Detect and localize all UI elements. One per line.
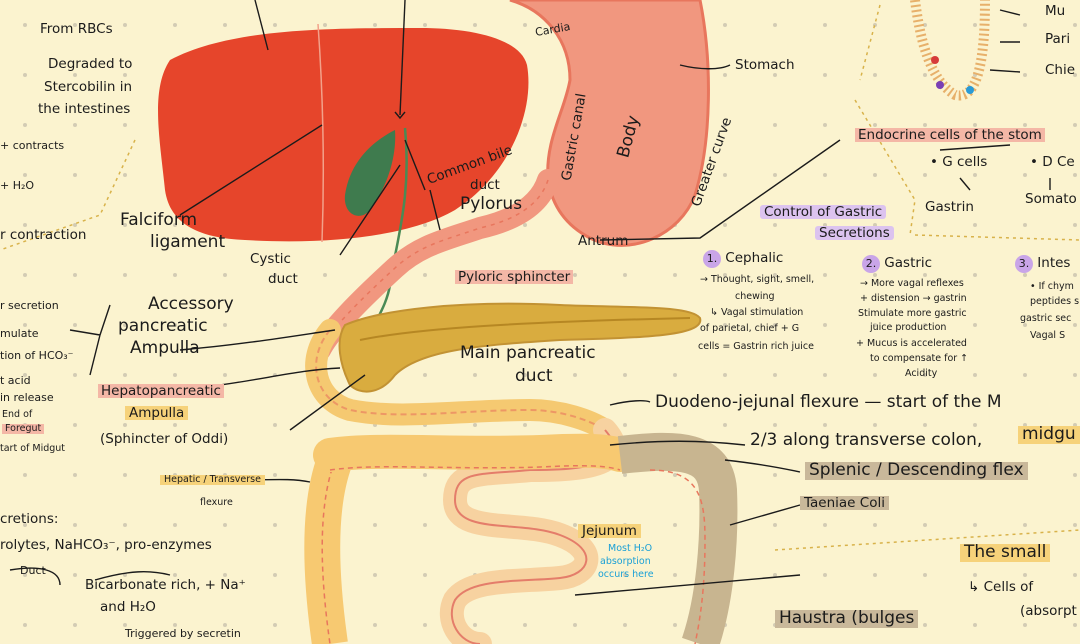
intestinal-number: 3.	[1015, 255, 1033, 273]
hepatic-flexure-label: Hepatic / Transverse	[160, 475, 265, 485]
cephalic-line-4: of parietal, chief + G	[700, 323, 800, 334]
intestinal-title: Intes	[1037, 255, 1071, 271]
cephalic-line-1: → Thought, sight, smell,	[700, 274, 815, 285]
gastric-line-3: Stimulate more gastric	[858, 308, 967, 319]
midgut-note: tart of Midgut	[0, 443, 66, 454]
acid-note: t acid	[0, 374, 31, 387]
end-foregut-note-2: Foregut	[2, 424, 45, 434]
main-pancreatic-duct-label: Main pancreatic	[460, 343, 596, 363]
bicarbonate-note: Bicarbonate rich, + Na⁺	[85, 577, 246, 593]
end-foregut-note: End of	[2, 409, 33, 420]
duct-note: Duct	[20, 564, 46, 577]
gastric-line-1: → More vagal reflexes	[860, 278, 964, 289]
accessory-label-2: pancreatic	[118, 316, 208, 336]
falciform-line	[317, 23, 324, 243]
hepatopancreatic-label-2: Ampulla	[125, 406, 189, 420]
electrolytes-note: rolytes, NaHCO₃⁻, pro-enzymes	[0, 537, 212, 553]
gastric-line-2: + distension → gastrin	[860, 293, 967, 304]
sphincter-oddi-label: (Sphincter of Oddi)	[100, 431, 229, 447]
main-pancreatic-duct	[359, 317, 691, 341]
transverse-colon	[313, 433, 637, 472]
gastric-line-5: + Mucus is accelerated	[856, 338, 967, 349]
common-bile-duct-label-2: duct	[470, 177, 500, 193]
release-note: in release	[0, 391, 54, 404]
cephalic-line-3: ↳ Vagal stimulation	[710, 307, 804, 318]
somatostatin-label: Somato	[1025, 191, 1077, 207]
jejunum-label: Jejunum	[578, 524, 641, 538]
cystic-duct-label-2: duct	[268, 271, 298, 287]
cephalic-line-2: chewing	[735, 291, 775, 302]
gallbladder	[344, 130, 396, 216]
h2o-absorption-note-2: absorption	[600, 556, 651, 567]
cephalic-heading: 1. Cephalic	[703, 250, 783, 268]
intestinal-line-2: peptides s	[1030, 296, 1080, 307]
small-intestine-label: The small	[960, 543, 1051, 562]
pyloric-sphincter-label: Pyloric sphincter	[455, 270, 574, 284]
d-cells-label: • D Ce	[1030, 154, 1075, 170]
h2o-absorption-note-3: occurs here	[598, 569, 654, 580]
stomach-label: Stomach	[735, 57, 795, 73]
triggered-note: Triggered by secretin	[125, 627, 241, 640]
cephalic-title: Cephalic	[725, 250, 784, 266]
secretions-note: cretions:	[0, 511, 59, 527]
cells-of-label: ↳ Cells of	[968, 579, 1034, 595]
h2o-absorption-note: Most H₂O	[608, 543, 653, 554]
descending-colon	[617, 432, 738, 644]
taeniae-coli-label: Taeniae Coli	[800, 496, 889, 510]
secretion-note: r secretion	[0, 299, 59, 312]
gastric-line-7: Acidity	[905, 368, 938, 379]
g-cells-label: • G cells	[930, 154, 988, 170]
ascending-colon	[304, 453, 353, 644]
intestinal-line-3: gastric sec	[1020, 313, 1072, 324]
gastric-line-4: juice production	[870, 322, 947, 333]
contracts-note: + contracts	[0, 139, 65, 152]
liver	[158, 28, 529, 242]
accessory-label: Accessory	[148, 294, 234, 314]
splenic-flexure-label: Splenic / Descending flex	[805, 461, 1028, 480]
endocrine-cells-label: Endocrine cells of the stom	[855, 128, 1045, 142]
hepatopancreatic-label: Hepatopancreatic	[98, 384, 224, 398]
stimulate-note: mulate	[0, 327, 39, 340]
from-rbcs-label: From RBCs	[40, 21, 113, 37]
stomach	[509, 0, 710, 247]
intestinal-line-1: • If chym	[1030, 281, 1074, 292]
ligament-label: ligament	[150, 232, 226, 252]
cystic-duct-label: Cystic	[250, 251, 291, 267]
cephalic-number: 1.	[703, 250, 721, 268]
hco3-note: tion of HCO₃⁻	[0, 349, 74, 362]
degraded-label: Degraded to	[48, 56, 133, 72]
duodeno-jejunal-label: Duodeno-jejunal flexure — start of the M	[655, 392, 1002, 412]
haustra-label: Haustra (bulges	[775, 609, 919, 628]
two-thirds-label: 2/3 along transverse colon,	[750, 430, 983, 450]
gastric-title: Gastric	[884, 255, 933, 271]
pylorus-label: Pylorus	[460, 194, 523, 214]
antrum-label: Antrum	[578, 233, 629, 249]
intestines-label: the intestines	[38, 101, 131, 117]
contraction-note: r contraction	[0, 227, 87, 243]
main-pancreatic-duct-label-2: duct	[515, 366, 553, 386]
chief-cells-label: Chie	[1045, 62, 1076, 78]
pancreas	[338, 302, 702, 393]
gastric-line-6: to compensate for ↑	[870, 353, 969, 364]
h2o-note: + H₂O	[0, 179, 35, 192]
stercobilin-label: Stercobilin in	[44, 79, 133, 95]
midgut-label: midgu	[1018, 425, 1080, 444]
mucous-cells-label: Mu	[1045, 3, 1066, 19]
gastric-heading: 2. Gastric	[862, 255, 932, 273]
falciform-label: Falciform	[120, 210, 198, 230]
gastric-number: 2.	[862, 255, 880, 273]
gastrin-label: Gastrin	[925, 199, 974, 215]
intestinal-heading: 3. Intes	[1015, 255, 1070, 273]
cephalic-line-5: cells = Gastrin rich juice	[698, 341, 814, 352]
control-title: Control of Gastric	[760, 205, 887, 219]
accessory-label-3: Ampulla	[130, 338, 200, 358]
control-title-2: Secretions	[815, 226, 894, 240]
intestinal-line-4: Vagal S	[1030, 330, 1066, 341]
absorptive-label: (absorpt	[1020, 603, 1077, 619]
parietal-cells-label: Pari	[1045, 31, 1071, 47]
and-h2o-note: and H₂O	[100, 599, 156, 615]
hepatic-flexure-label-2: flexure	[200, 497, 233, 508]
